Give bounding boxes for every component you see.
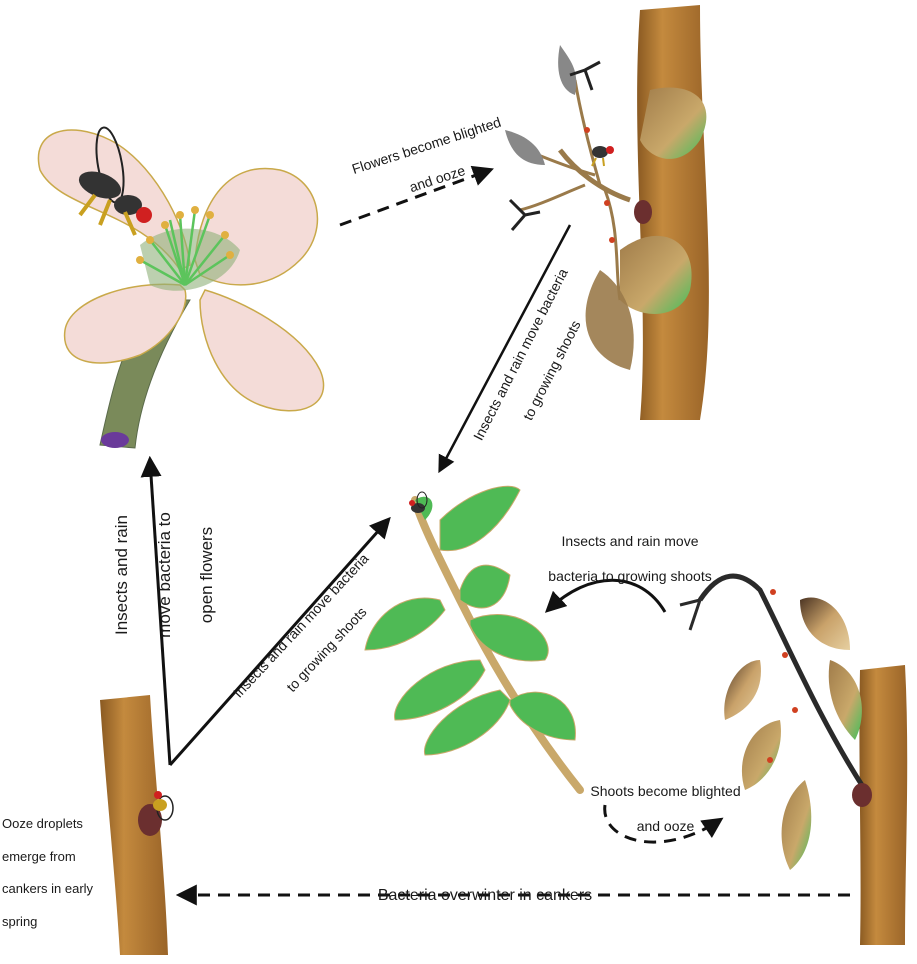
dead-bud-1: [558, 45, 576, 95]
petal-lower-right: [200, 290, 324, 411]
dry-leaf-5: [782, 780, 812, 870]
label-overwinter: Bacteria overwinter in cankers: [365, 866, 605, 926]
dry-leaf-1: [800, 597, 850, 650]
leaf-top-right-2: [620, 236, 692, 314]
shoot-leaf-7: [510, 692, 575, 740]
label-ooze-droplets: Ooze droplets emerge from cankers in ear…: [2, 800, 102, 946]
petal-left: [65, 284, 186, 363]
shoot-leaf-3: [460, 565, 510, 608]
shoot-leaf-4: [470, 615, 548, 661]
label-to-open-flowers: Insects and rain move bacteria to open f…: [90, 490, 239, 660]
label-to-shoots-right: Insects and rain move bacteria to growin…: [530, 515, 730, 603]
flower-stem-base: [101, 432, 129, 448]
label-shoots-blighted: Shoots become blighted and ooze: [583, 765, 748, 853]
canker-trunk-left: [100, 695, 173, 955]
canker-top-right: [634, 200, 652, 224]
blighted-shoot-branch: [680, 576, 907, 945]
shepherds-crook-tip: [680, 600, 700, 630]
dry-leaf-4: [829, 660, 862, 740]
shoot-leaf-1: [440, 486, 520, 550]
open-flower: [38, 125, 323, 448]
canker-bottom-right: [852, 783, 872, 807]
dry-leaf-2: [724, 660, 761, 720]
